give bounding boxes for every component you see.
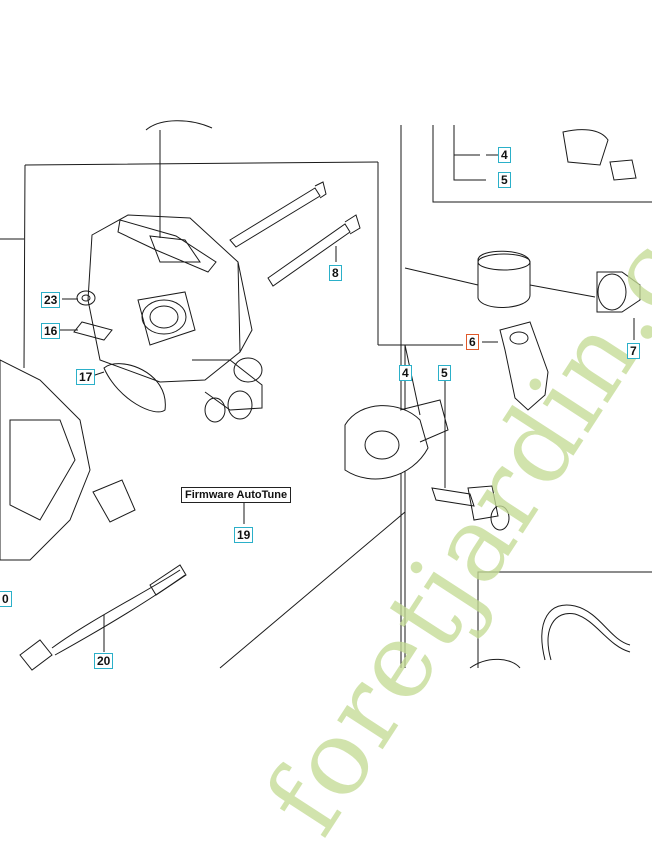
- callout-5[interactable]: 5: [438, 365, 451, 381]
- callout-8[interactable]: 8: [329, 265, 342, 281]
- callout-20[interactable]: 20: [94, 653, 114, 669]
- callout-4[interactable]: 4: [399, 365, 412, 381]
- callout-4-top[interactable]: 4: [498, 147, 511, 163]
- callout-23[interactable]: 23: [41, 292, 61, 308]
- callout-19[interactable]: 19: [234, 527, 254, 543]
- callout-5-top[interactable]: 5: [498, 172, 511, 188]
- callout-17[interactable]: 17: [76, 369, 96, 385]
- exploded-parts-drawing: [0, 120, 652, 671]
- callout-6-selected[interactable]: 6: [466, 334, 479, 350]
- callout-16[interactable]: 16: [41, 323, 61, 339]
- callout-10-partial[interactable]: 0: [0, 591, 12, 607]
- callout-7[interactable]: 7: [627, 343, 640, 359]
- firmware-autotune-label: Firmware AutoTune: [181, 487, 292, 503]
